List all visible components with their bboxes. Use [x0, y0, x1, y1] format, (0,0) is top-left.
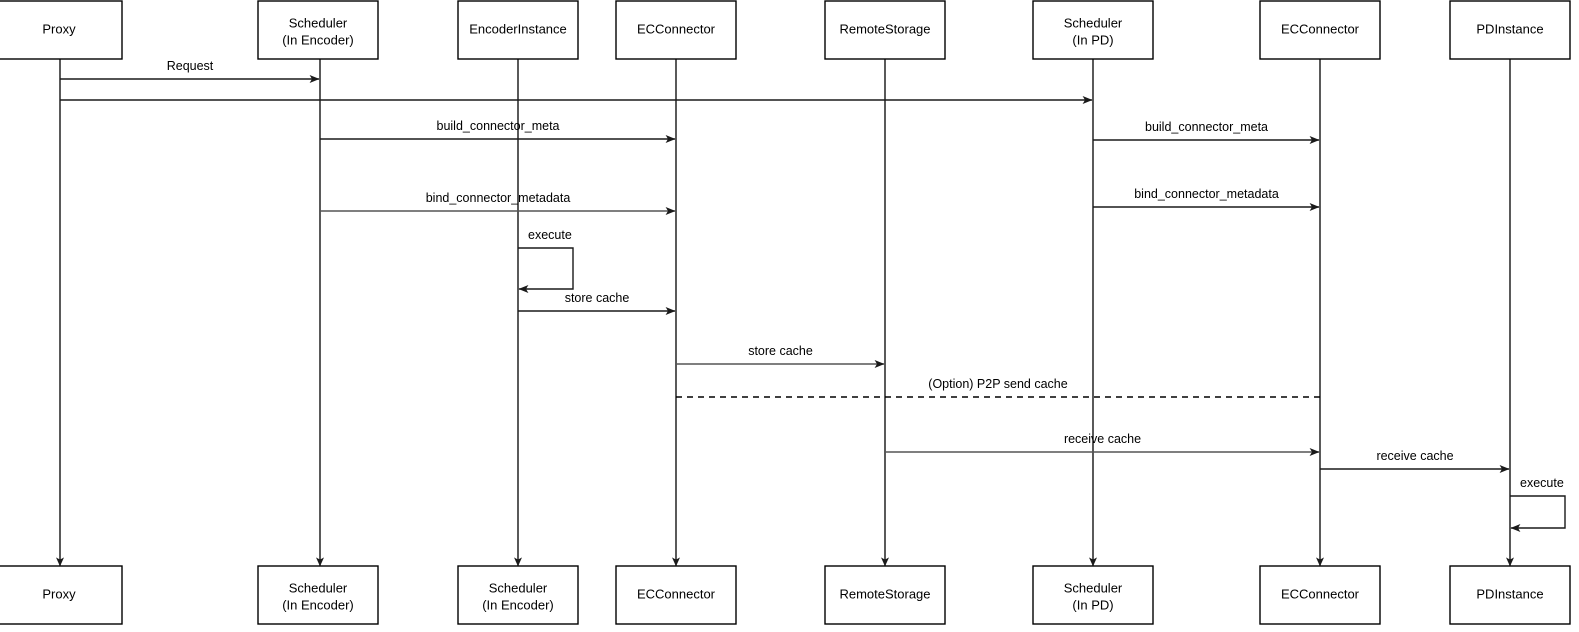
participant-bottom-label: ECConnector: [637, 586, 716, 601]
participant-bottom-ec-conn-enc[interactable]: ECConnector: [615, 565, 737, 625]
participant-top-label-secondary: (In PD): [1072, 32, 1113, 47]
participant-bottom-pd-inst[interactable]: PDInstance: [1449, 565, 1571, 625]
message-m5[interactable]: bind_connector_metadata: [320, 191, 676, 215]
self-messages-layer: execute execute: [518, 228, 1566, 532]
participant-bottom-label-secondary: (In Encoder): [482, 597, 554, 612]
participant-top-proxy[interactable]: Proxy: [0, 0, 123, 60]
message-label: build_connector_meta: [1145, 120, 1268, 134]
self-message-loop[interactable]: [518, 247, 574, 293]
self-message-label: execute: [528, 228, 572, 242]
self-message-s1[interactable]: execute: [518, 228, 574, 293]
participant-bottom-label: Scheduler: [289, 580, 348, 595]
message-label: build_connector_meta: [437, 119, 560, 133]
message-label: receive cache: [1064, 432, 1141, 446]
participant-top-label-secondary: (In Encoder): [282, 32, 354, 47]
participant-bottom-label-secondary: (In PD): [1072, 597, 1113, 612]
participant-top-box[interactable]: [615, 0, 737, 60]
participant-bottom-label: RemoteStorage: [839, 586, 930, 601]
participant-bottom-box[interactable]: [1032, 565, 1154, 625]
message-m1[interactable]: Request: [60, 59, 320, 83]
message-m10[interactable]: receive cache: [885, 432, 1320, 456]
message-label: Request: [167, 59, 214, 73]
participant-top-label: RemoteStorage: [839, 21, 930, 36]
participant-top-box[interactable]: [457, 0, 579, 60]
message-m4[interactable]: build_connector_meta: [1093, 120, 1320, 144]
message-label: bind_connector_metadata: [426, 191, 571, 205]
participant-top-pd-inst[interactable]: PDInstance: [1449, 0, 1571, 60]
participant-top-label: Scheduler: [1064, 15, 1123, 30]
participant-top-box[interactable]: [1259, 0, 1381, 60]
participant-top-label: Proxy: [42, 21, 76, 36]
message-label: store cache: [748, 344, 813, 358]
participant-bottom-box[interactable]: [824, 565, 946, 625]
participant-top-sched-enc[interactable]: Scheduler (In Encoder): [257, 0, 379, 60]
top-participant-boxes: Proxy Scheduler (In Encoder) EncoderInstanc…: [0, 0, 1571, 60]
participant-top-box[interactable]: [824, 0, 946, 60]
participant-bottom-ec-conn-pd[interactable]: ECConnector: [1259, 565, 1381, 625]
message-label: bind_connector_metadata: [1134, 187, 1279, 201]
participant-top-remote-store[interactable]: RemoteStorage: [824, 0, 946, 60]
participant-bottom-box[interactable]: [257, 565, 379, 625]
participant-top-ec-conn-pd[interactable]: ECConnector: [1259, 0, 1381, 60]
participant-bottom-label: Proxy: [42, 586, 76, 601]
lifelines-layer: [56, 59, 1514, 567]
participant-bottom-box[interactable]: [0, 565, 123, 625]
participant-bottom-label: PDInstance: [1476, 586, 1543, 601]
message-m8[interactable]: store cache: [676, 344, 885, 368]
participant-bottom-remote-store[interactable]: RemoteStorage: [824, 565, 946, 625]
participant-top-sched-pd[interactable]: Scheduler (In PD): [1032, 0, 1154, 60]
participant-bottom-proxy[interactable]: Proxy: [0, 565, 123, 625]
participant-top-label: ECConnector: [1281, 21, 1360, 36]
message-m9[interactable]: (Option) P2P send cache: [676, 377, 1320, 398]
participant-bottom-sched-enc[interactable]: Scheduler (In Encoder): [257, 565, 379, 625]
participant-top-encoder-inst[interactable]: EncoderInstance: [457, 0, 579, 60]
participant-top-label: Scheduler: [289, 15, 348, 30]
self-message-loop[interactable]: [1510, 495, 1566, 532]
participant-bottom-label: Scheduler: [489, 580, 548, 595]
participant-bottom-box[interactable]: [457, 565, 579, 625]
message-m3[interactable]: build_connector_meta: [320, 119, 676, 143]
participant-top-box[interactable]: [0, 0, 123, 60]
participant-bottom-encoder-inst[interactable]: Scheduler (In Encoder): [457, 565, 579, 625]
participant-bottom-box[interactable]: [1259, 565, 1381, 625]
participant-top-label: PDInstance: [1476, 21, 1543, 36]
participant-bottom-sched-pd[interactable]: Scheduler (In PD): [1032, 565, 1154, 625]
participant-top-box[interactable]: [1449, 0, 1571, 60]
participant-top-box[interactable]: [257, 0, 379, 60]
participant-bottom-label: ECConnector: [1281, 586, 1360, 601]
message-label: receive cache: [1376, 449, 1453, 463]
participant-top-label: ECConnector: [637, 21, 716, 36]
participant-bottom-box[interactable]: [1449, 565, 1571, 625]
message-m7[interactable]: store cache: [518, 291, 676, 315]
participant-bottom-box[interactable]: [615, 565, 737, 625]
participant-top-ec-conn-enc[interactable]: ECConnector: [615, 0, 737, 60]
self-message-s2[interactable]: execute: [1510, 476, 1566, 532]
messages-layer: Request build_connector_meta build_connect…: [60, 59, 1510, 473]
participant-bottom-label: Scheduler: [1064, 580, 1123, 595]
message-label: (Option) P2P send cache: [928, 377, 1067, 391]
message-label: store cache: [565, 291, 630, 305]
participant-bottom-label-secondary: (In Encoder): [282, 597, 354, 612]
self-message-label: execute: [1520, 476, 1564, 490]
participant-top-box[interactable]: [1032, 0, 1154, 60]
message-m11[interactable]: receive cache: [1320, 449, 1510, 473]
bottom-participant-boxes: Proxy Scheduler (In Encoder) Scheduler (In E…: [0, 565, 1571, 625]
message-m6[interactable]: bind_connector_metadata: [1093, 187, 1320, 211]
participant-top-label: EncoderInstance: [469, 21, 567, 36]
